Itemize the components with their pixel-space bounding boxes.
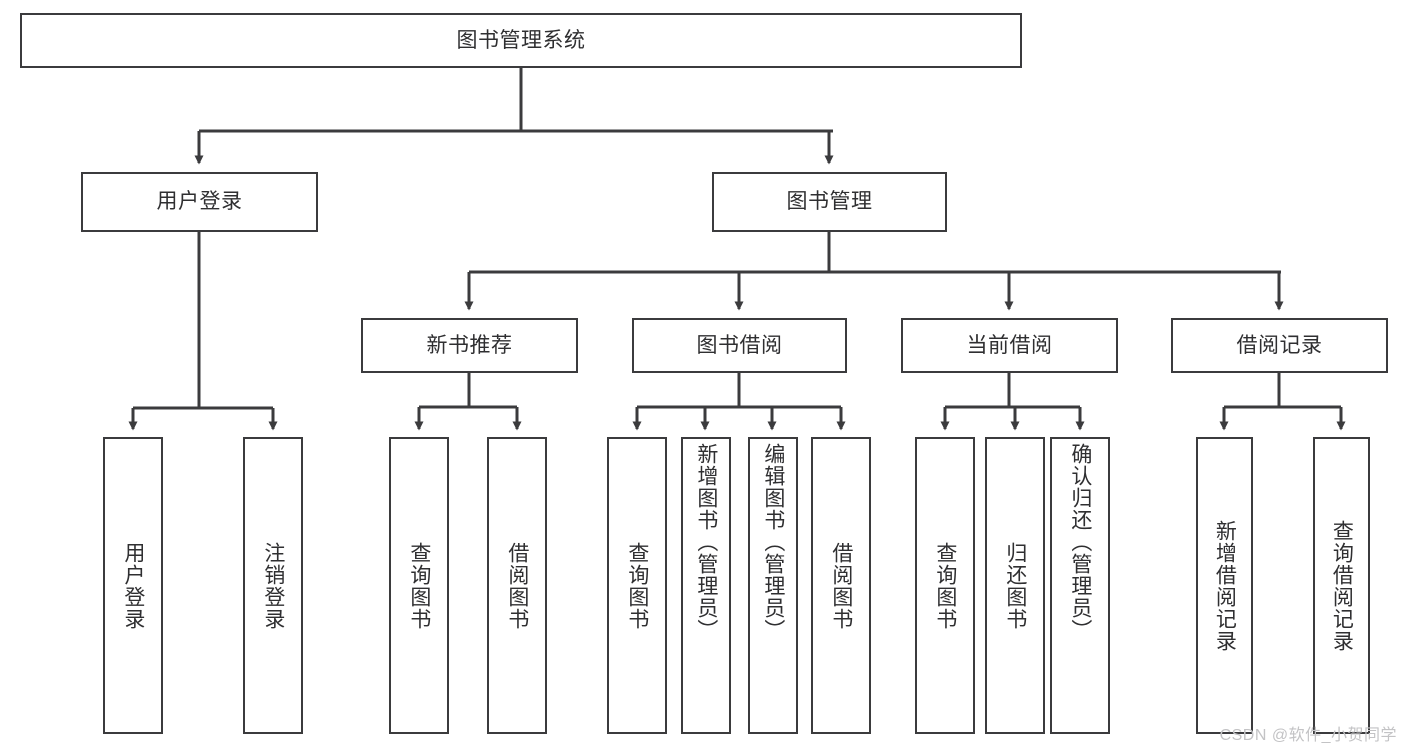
node-label: 新增图书（管理员） xyxy=(694,443,718,641)
leaf-user-login[interactable]: 用户登录 xyxy=(103,437,163,734)
node-label: 新书推荐 xyxy=(426,333,513,357)
leaf-record-search-record[interactable]: 查询借阅记录 xyxy=(1313,437,1370,734)
node-current-borrow[interactable]: 当前借阅 xyxy=(901,318,1118,373)
node-label: 用户登录 xyxy=(121,541,145,630)
node-label: 新增借阅记录 xyxy=(1213,519,1237,652)
node-label: 查询图书 xyxy=(625,541,649,630)
node-book-borrow[interactable]: 图书借阅 xyxy=(632,318,847,373)
node-label: 确认归还（管理员） xyxy=(1068,443,1092,641)
leaf-record-add-record[interactable]: 新增借阅记录 xyxy=(1196,437,1253,734)
node-book-management[interactable]: 图书管理 xyxy=(712,172,947,232)
leaf-borrow-add-book-admin[interactable]: 新增图书（管理员） xyxy=(681,437,731,734)
node-label: 当前借阅 xyxy=(966,333,1053,357)
leaf-recommend-search-book[interactable]: 查询图书 xyxy=(389,437,449,734)
leaf-borrow-search-book[interactable]: 查询图书 xyxy=(607,437,667,734)
node-label: 图书管理系统 xyxy=(456,28,586,52)
leaf-current-return-book[interactable]: 归还图书 xyxy=(985,437,1045,734)
node-label: 编辑图书（管理员） xyxy=(761,443,785,641)
node-label: 注销登录 xyxy=(261,541,285,630)
node-label: 归还图书 xyxy=(1003,541,1027,630)
node-root-system[interactable]: 图书管理系统 xyxy=(20,13,1022,68)
leaf-current-search-book[interactable]: 查询图书 xyxy=(915,437,975,734)
leaf-recommend-borrow-book[interactable]: 借阅图书 xyxy=(487,437,547,734)
node-label: 查询图书 xyxy=(407,541,431,630)
node-label: 图书借阅 xyxy=(696,333,783,357)
leaf-borrow-edit-book-admin[interactable]: 编辑图书（管理员） xyxy=(748,437,798,734)
node-label: 查询借阅记录 xyxy=(1330,519,1354,652)
node-new-book-recommend[interactable]: 新书推荐 xyxy=(361,318,578,373)
node-label: 借阅记录 xyxy=(1236,333,1323,357)
leaf-user-logout[interactable]: 注销登录 xyxy=(243,437,303,734)
node-user-login[interactable]: 用户登录 xyxy=(81,172,318,232)
watermark-text: CSDN @软件_小贺同学 xyxy=(1219,727,1397,744)
leaf-borrow-borrow-book[interactable]: 借阅图书 xyxy=(811,437,871,734)
node-label: 借阅图书 xyxy=(829,541,853,630)
node-label: 图书管理 xyxy=(786,190,873,214)
node-label: 用户登录 xyxy=(156,190,243,214)
node-borrow-record[interactable]: 借阅记录 xyxy=(1171,318,1388,373)
node-label: 查询图书 xyxy=(933,541,957,630)
leaf-current-confirm-return-admin[interactable]: 确认归还（管理员） xyxy=(1050,437,1110,734)
node-label: 借阅图书 xyxy=(505,541,529,630)
